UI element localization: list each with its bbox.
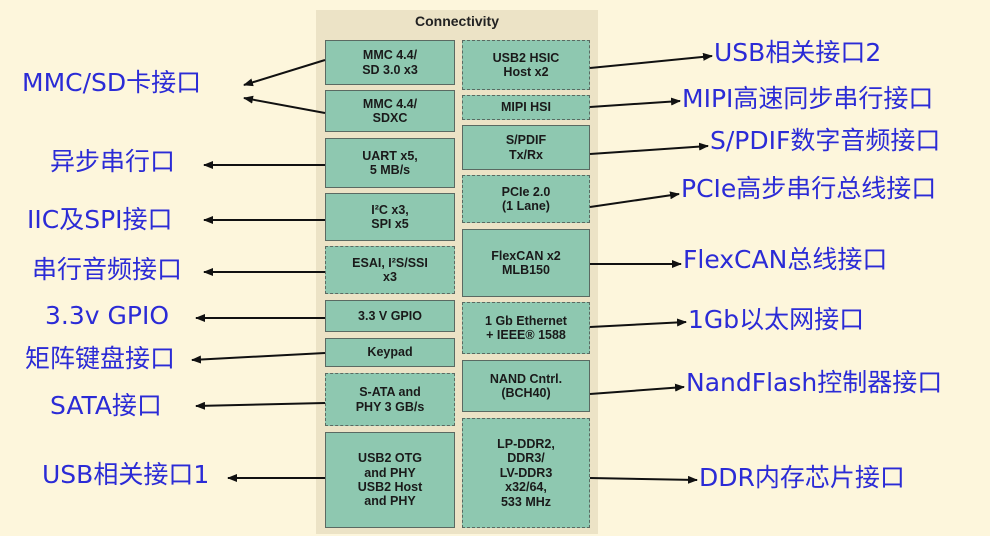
block-mipi-hsi: MIPI HSI <box>462 95 590 120</box>
label-usb-1: USB相关接口1 <box>42 460 210 489</box>
arrow-mipi <box>589 97 681 108</box>
block-mmc-sd: MMC 4.4/ SD 3.0 x3 <box>325 40 455 85</box>
block-usb-hsic: USB2 HSIC Host x2 <box>462 40 590 90</box>
panel-title: Connectivity <box>414 13 499 29</box>
label-ddr: DDR内存芯片接口 <box>699 463 905 492</box>
label-mipi: MIPI高速同步串行接口 <box>682 84 934 113</box>
label-keypad: 矩阵键盘接口 <box>25 344 176 373</box>
arrow-mmc-sd <box>243 59 326 87</box>
label-iic-spi: IIC及SPI接口 <box>27 205 173 234</box>
label-mmc-sd: MMC/SD卡接口 <box>22 68 202 97</box>
label-spdif: S/PDIF数字音频接口 <box>710 126 941 155</box>
block-nand: NAND Cntrl. (BCH40) <box>462 360 590 412</box>
block-usb-otg: USB2 OTG and PHY USB2 Host and PHY <box>325 432 455 528</box>
block-mmc-sdxc: MMC 4.4/ SDXC <box>325 90 455 132</box>
block-esai: ESAI, I²S/SSI x3 <box>325 246 455 294</box>
label-pcie: PCIe高步串行总线接口 <box>681 174 937 203</box>
label-sata: SATA接口 <box>50 391 162 420</box>
block-keypad: Keypad <box>325 338 455 367</box>
arrow-nand <box>589 383 685 395</box>
arrow-keypad <box>191 352 326 364</box>
arrow-ethernet <box>589 318 687 328</box>
arrow-mmc-sdxc <box>243 95 326 114</box>
label-async-serial: 异步串行口 <box>50 147 176 176</box>
arrow-spdif <box>589 142 709 155</box>
block-spdif: S/PDIF Tx/Rx <box>462 125 590 170</box>
label-ethernet: 1Gb以太网接口 <box>688 305 865 334</box>
block-ethernet: 1 Gb Ethernet + IEEE® 1588 <box>462 302 590 354</box>
block-gpio: 3.3 V GPIO <box>325 300 455 332</box>
arrow-ddr <box>589 475 698 484</box>
block-pcie: PCIe 2.0 (1 Lane) <box>462 175 590 223</box>
block-ddr: LP-DDR2, DDR3/ LV-DDR3 x32/64, 533 MHz <box>462 418 590 528</box>
arrow-sata <box>195 401 326 410</box>
label-nandflash: NandFlash控制器接口 <box>686 368 943 397</box>
arrow-usb-2 <box>589 52 713 69</box>
label-serial-audio: 串行音频接口 <box>32 255 183 284</box>
label-gpio: 3.3v GPIO <box>45 301 169 330</box>
block-flexcan: FlexCAN x2 MLB150 <box>462 229 590 297</box>
block-i2c-spi: I²C x3, SPI x5 <box>325 193 455 241</box>
arrow-pcie <box>589 191 680 208</box>
block-sata: S-ATA and PHY 3 GB/s <box>325 373 455 426</box>
label-flexcan: FlexCAN总线接口 <box>683 245 888 274</box>
label-usb-2: USB相关接口2 <box>714 38 882 67</box>
block-uart: UART x5, 5 MB/s <box>325 138 455 188</box>
